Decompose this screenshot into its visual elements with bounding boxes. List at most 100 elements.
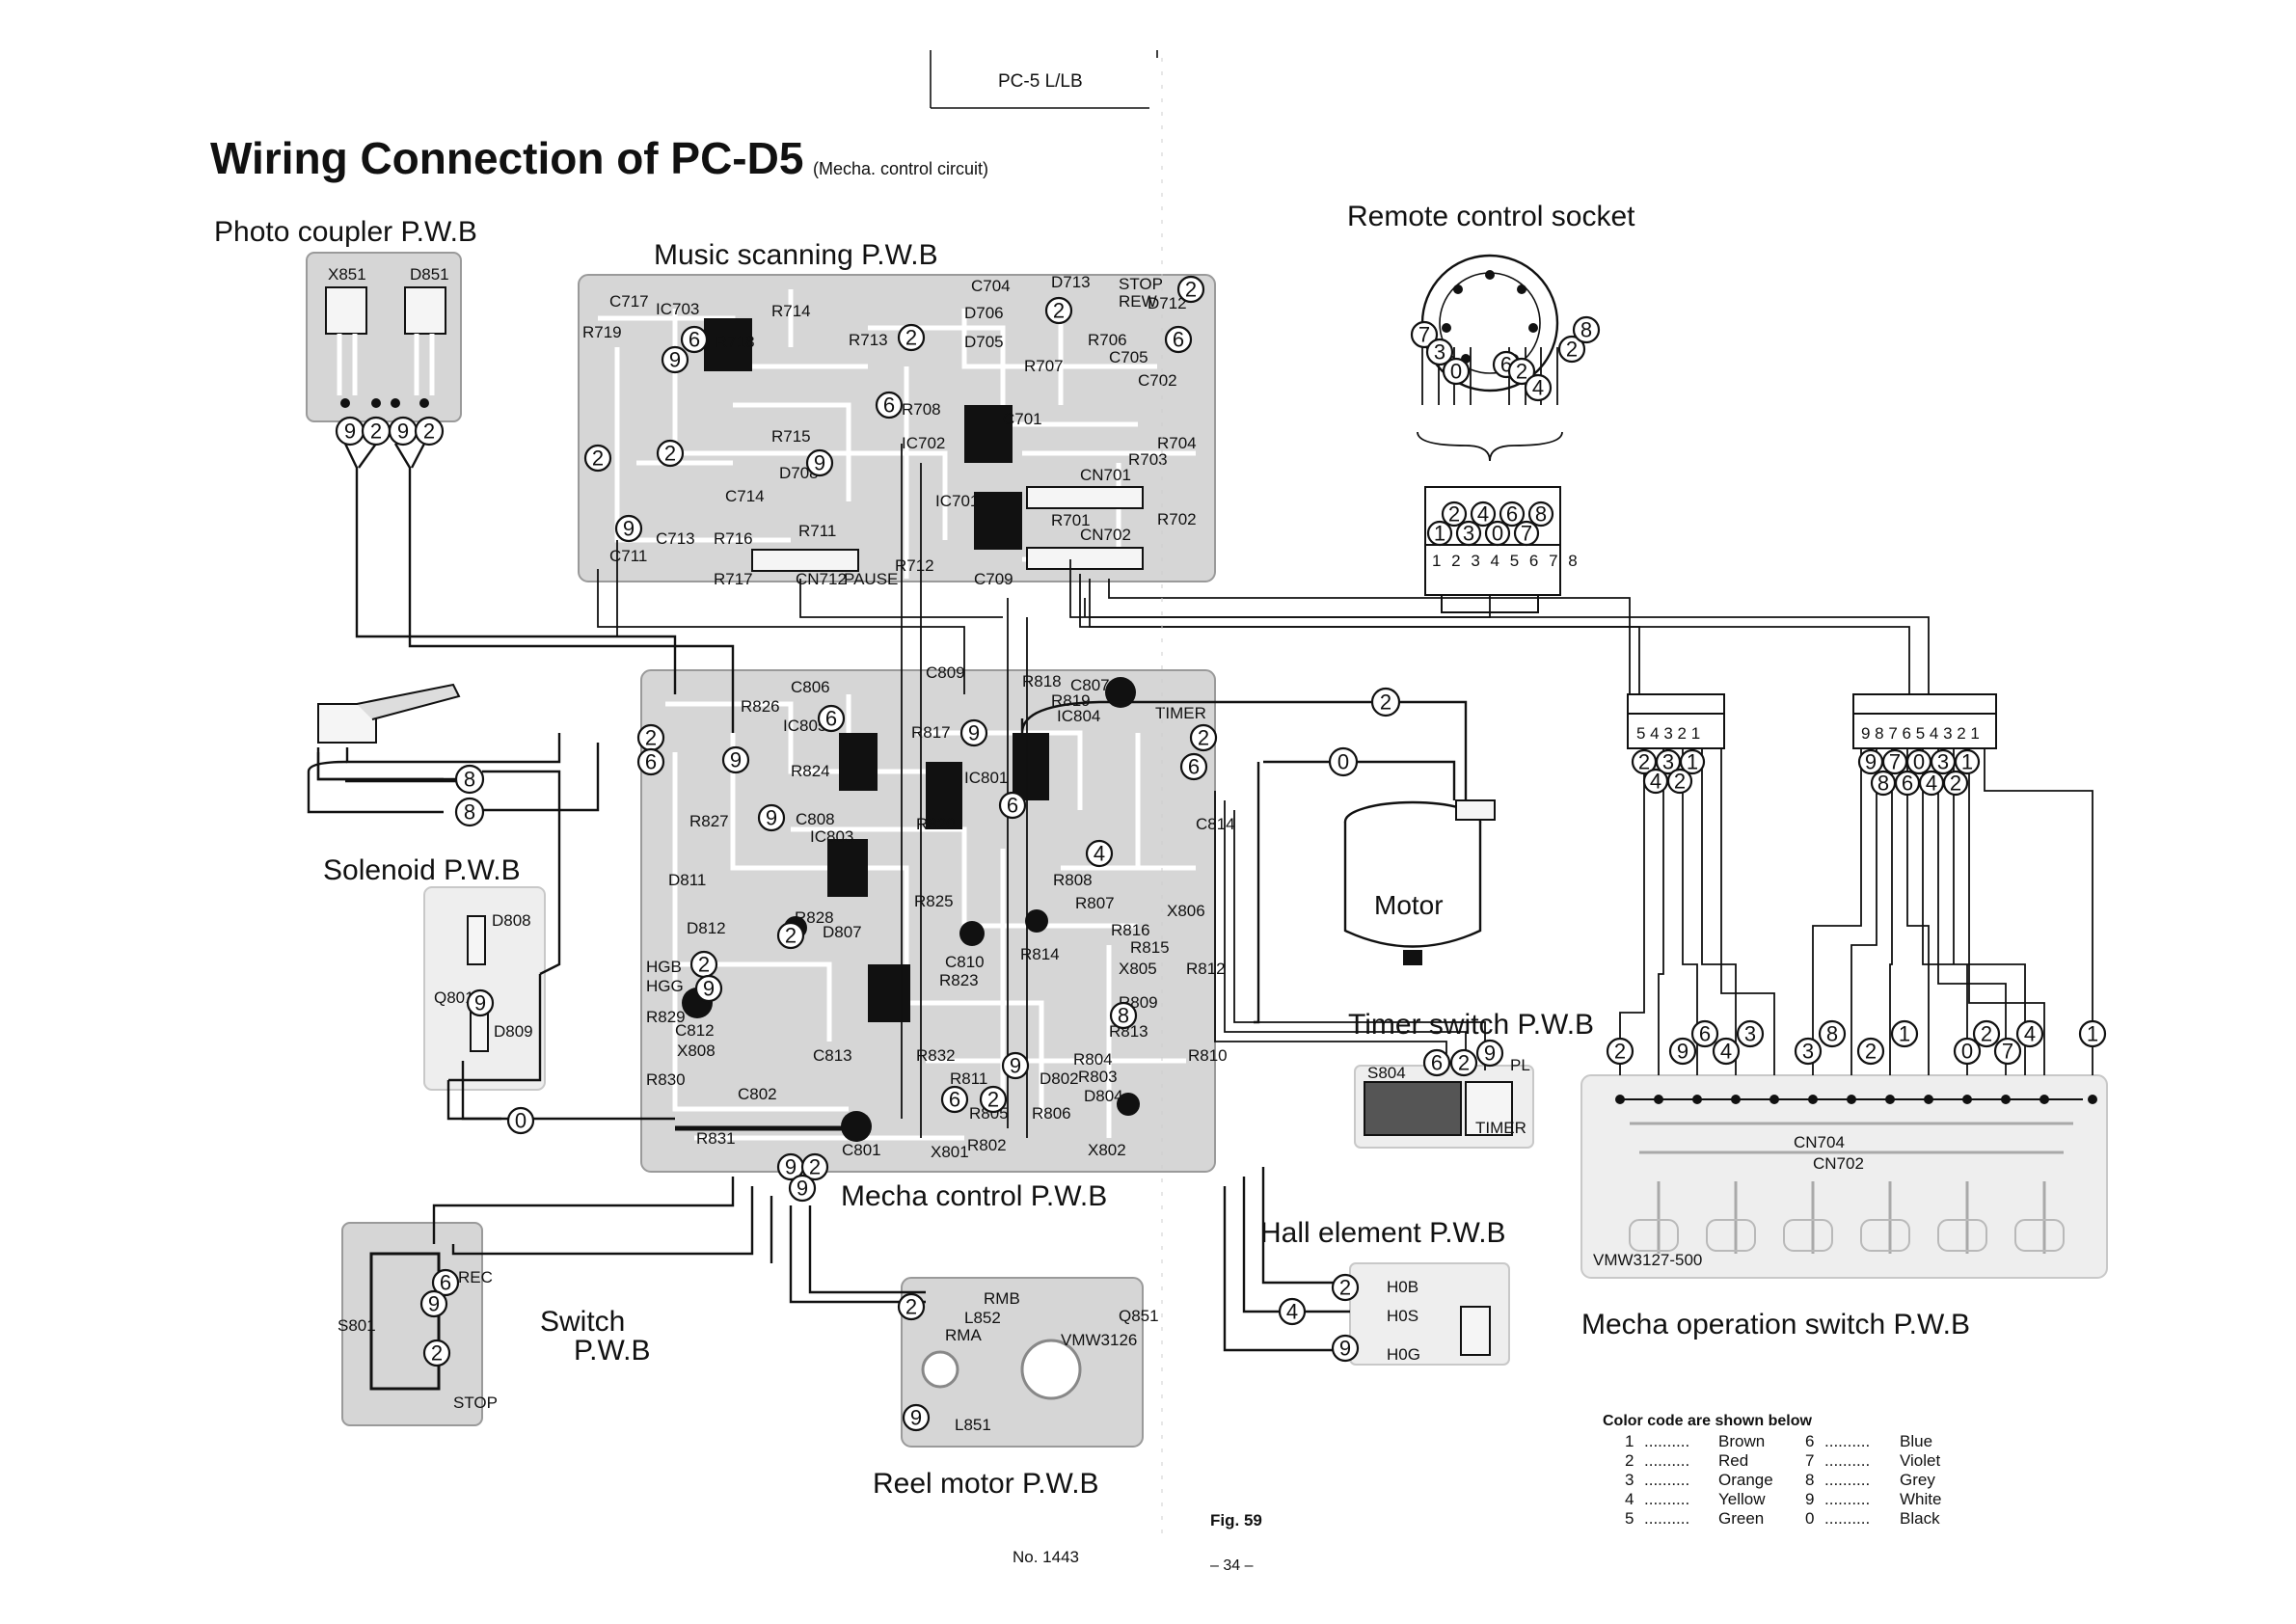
key-pad — [1706, 1219, 1756, 1252]
color-code-dots: .......... — [1644, 1471, 1689, 1489]
wire-marker: 9 — [757, 803, 786, 832]
svg-text:4: 4 — [1094, 842, 1105, 866]
part-c702: C702 — [1138, 371, 1177, 390]
remote-to-mecha — [1090, 595, 1491, 618]
capacitor-c804 — [1117, 1093, 1140, 1116]
pin — [1517, 284, 1526, 294]
wire-marker: 6 — [875, 391, 904, 420]
color-code-dots: .......... — [1824, 1471, 1870, 1489]
pin — [1769, 1095, 1779, 1104]
wire-marker: 7 — [1993, 1037, 2022, 1066]
wire-marker: 3 — [1736, 1019, 1765, 1048]
part-r713: R713 — [849, 331, 888, 349]
wire-marker: 9 — [661, 345, 689, 374]
part-r815: R815 — [1130, 938, 1170, 957]
wire-marker: 0 — [1328, 746, 1359, 777]
page-header: PC-5 L/LB Wiring Connection of PC-D5 (Me… — [210, 50, 1158, 183]
svg-text:2: 2 — [1339, 1276, 1351, 1300]
wire-marker: 9 — [1001, 1051, 1030, 1080]
part-r816: R816 — [1111, 921, 1150, 939]
connector-cn712 — [751, 549, 859, 572]
wire-marker: 1 — [1890, 1019, 1919, 1048]
wire-marker: 8 — [454, 797, 485, 827]
color-code-dots: .......... — [1824, 1432, 1870, 1450]
wire-marker: 1 — [1954, 748, 1981, 775]
part-q851: Q851 — [1119, 1307, 1159, 1325]
wire-marker: 9 — [902, 1403, 931, 1432]
color-code-num: 3 — [1625, 1471, 1634, 1489]
svg-text:2: 2 — [1950, 771, 1961, 796]
key-pad — [2014, 1219, 2065, 1252]
page-title: Wiring Connection of PC-D5 — [210, 133, 803, 183]
svg-text:7: 7 — [1521, 522, 1532, 546]
part-ic803: IC803 — [810, 827, 853, 846]
wire-marker: 8 — [1818, 1019, 1847, 1048]
part-r804: R804 — [1073, 1050, 1113, 1069]
part-r716: R716 — [714, 529, 753, 548]
wire-marker: 4 — [1524, 373, 1553, 402]
svg-text:2: 2 — [1458, 1051, 1470, 1075]
svg-text:3: 3 — [1463, 522, 1474, 546]
part-c806: C806 — [791, 678, 830, 696]
wire-marker: 4 — [1642, 768, 1669, 795]
svg-text:1: 1 — [1434, 522, 1445, 546]
wire-marker: 9 — [335, 416, 365, 447]
part-r704: R704 — [1157, 434, 1197, 452]
color-code-num: 1 — [1625, 1432, 1634, 1450]
part-r803: R803 — [1078, 1068, 1118, 1086]
part-timer: TIMER — [1155, 704, 1206, 722]
svg-text:9: 9 — [1865, 750, 1877, 774]
svg-text:9: 9 — [669, 348, 681, 372]
wire-marker: 2 — [1449, 1048, 1478, 1077]
part-ic701: IC701 — [935, 492, 979, 510]
wire-marker: 2 — [689, 950, 718, 979]
part-r717: R717 — [714, 570, 753, 588]
part-r818: R818 — [1022, 672, 1062, 690]
svg-text:8: 8 — [464, 800, 475, 825]
svg-text:6: 6 — [1007, 794, 1018, 818]
wire-marker: 2 — [583, 444, 612, 473]
part-d851: D851 — [410, 265, 449, 284]
color-code-num: 6 — [1805, 1432, 1814, 1450]
wire-marker: 8 — [1870, 770, 1897, 797]
color-code-num: 7 — [1805, 1451, 1814, 1470]
wire-marker: 2 — [656, 439, 685, 468]
photo-coupler-label: Photo coupler P.W.B — [214, 216, 477, 248]
five-pin-connector-top — [1627, 693, 1725, 715]
wire-marker: 8 — [1109, 1001, 1138, 1030]
reel-motor-hub — [1020, 1339, 1082, 1400]
part-ic702: IC702 — [902, 434, 945, 452]
wire-marker: 7 — [1881, 748, 1908, 775]
part-cn702: CN702 — [1080, 526, 1131, 544]
part-ic703: IC703 — [656, 300, 699, 318]
part-r706: R706 — [1088, 331, 1127, 349]
svg-text:2: 2 — [785, 924, 797, 948]
part-r820: R820 — [916, 815, 956, 833]
svg-text:6: 6 — [1431, 1051, 1443, 1075]
part-c704: C704 — [971, 277, 1011, 295]
part-c802: C802 — [738, 1085, 777, 1103]
svg-text:0: 0 — [1337, 750, 1349, 774]
svg-text:9: 9 — [623, 517, 635, 541]
color-code-dots: .......... — [1824, 1451, 1870, 1470]
reel-wires — [789, 1205, 926, 1304]
color-code-num: 5 — [1625, 1509, 1634, 1528]
svg-text:9: 9 — [785, 1155, 797, 1179]
part-r712: R712 — [895, 556, 934, 575]
solenoid-lead-8a — [316, 752, 444, 781]
part-c810: C810 — [945, 953, 985, 971]
part-d811: D811 — [668, 871, 706, 889]
part-l852: L852 — [964, 1309, 1001, 1327]
color-code-num: 9 — [1805, 1490, 1814, 1508]
svg-text:4: 4 — [1477, 502, 1489, 527]
svg-text:2: 2 — [1198, 726, 1209, 750]
solenoid-label: Solenoid P.W.B — [323, 854, 521, 886]
solenoid-lead-8b — [307, 760, 444, 814]
svg-text:6: 6 — [645, 750, 657, 774]
part-d809: D809 — [494, 1022, 533, 1041]
part-r810: R810 — [1188, 1046, 1228, 1065]
wire-marker: 2 — [636, 723, 665, 752]
svg-text:8: 8 — [1826, 1022, 1838, 1046]
part-c709: C709 — [974, 570, 1013, 588]
svg-text:9: 9 — [730, 748, 742, 772]
